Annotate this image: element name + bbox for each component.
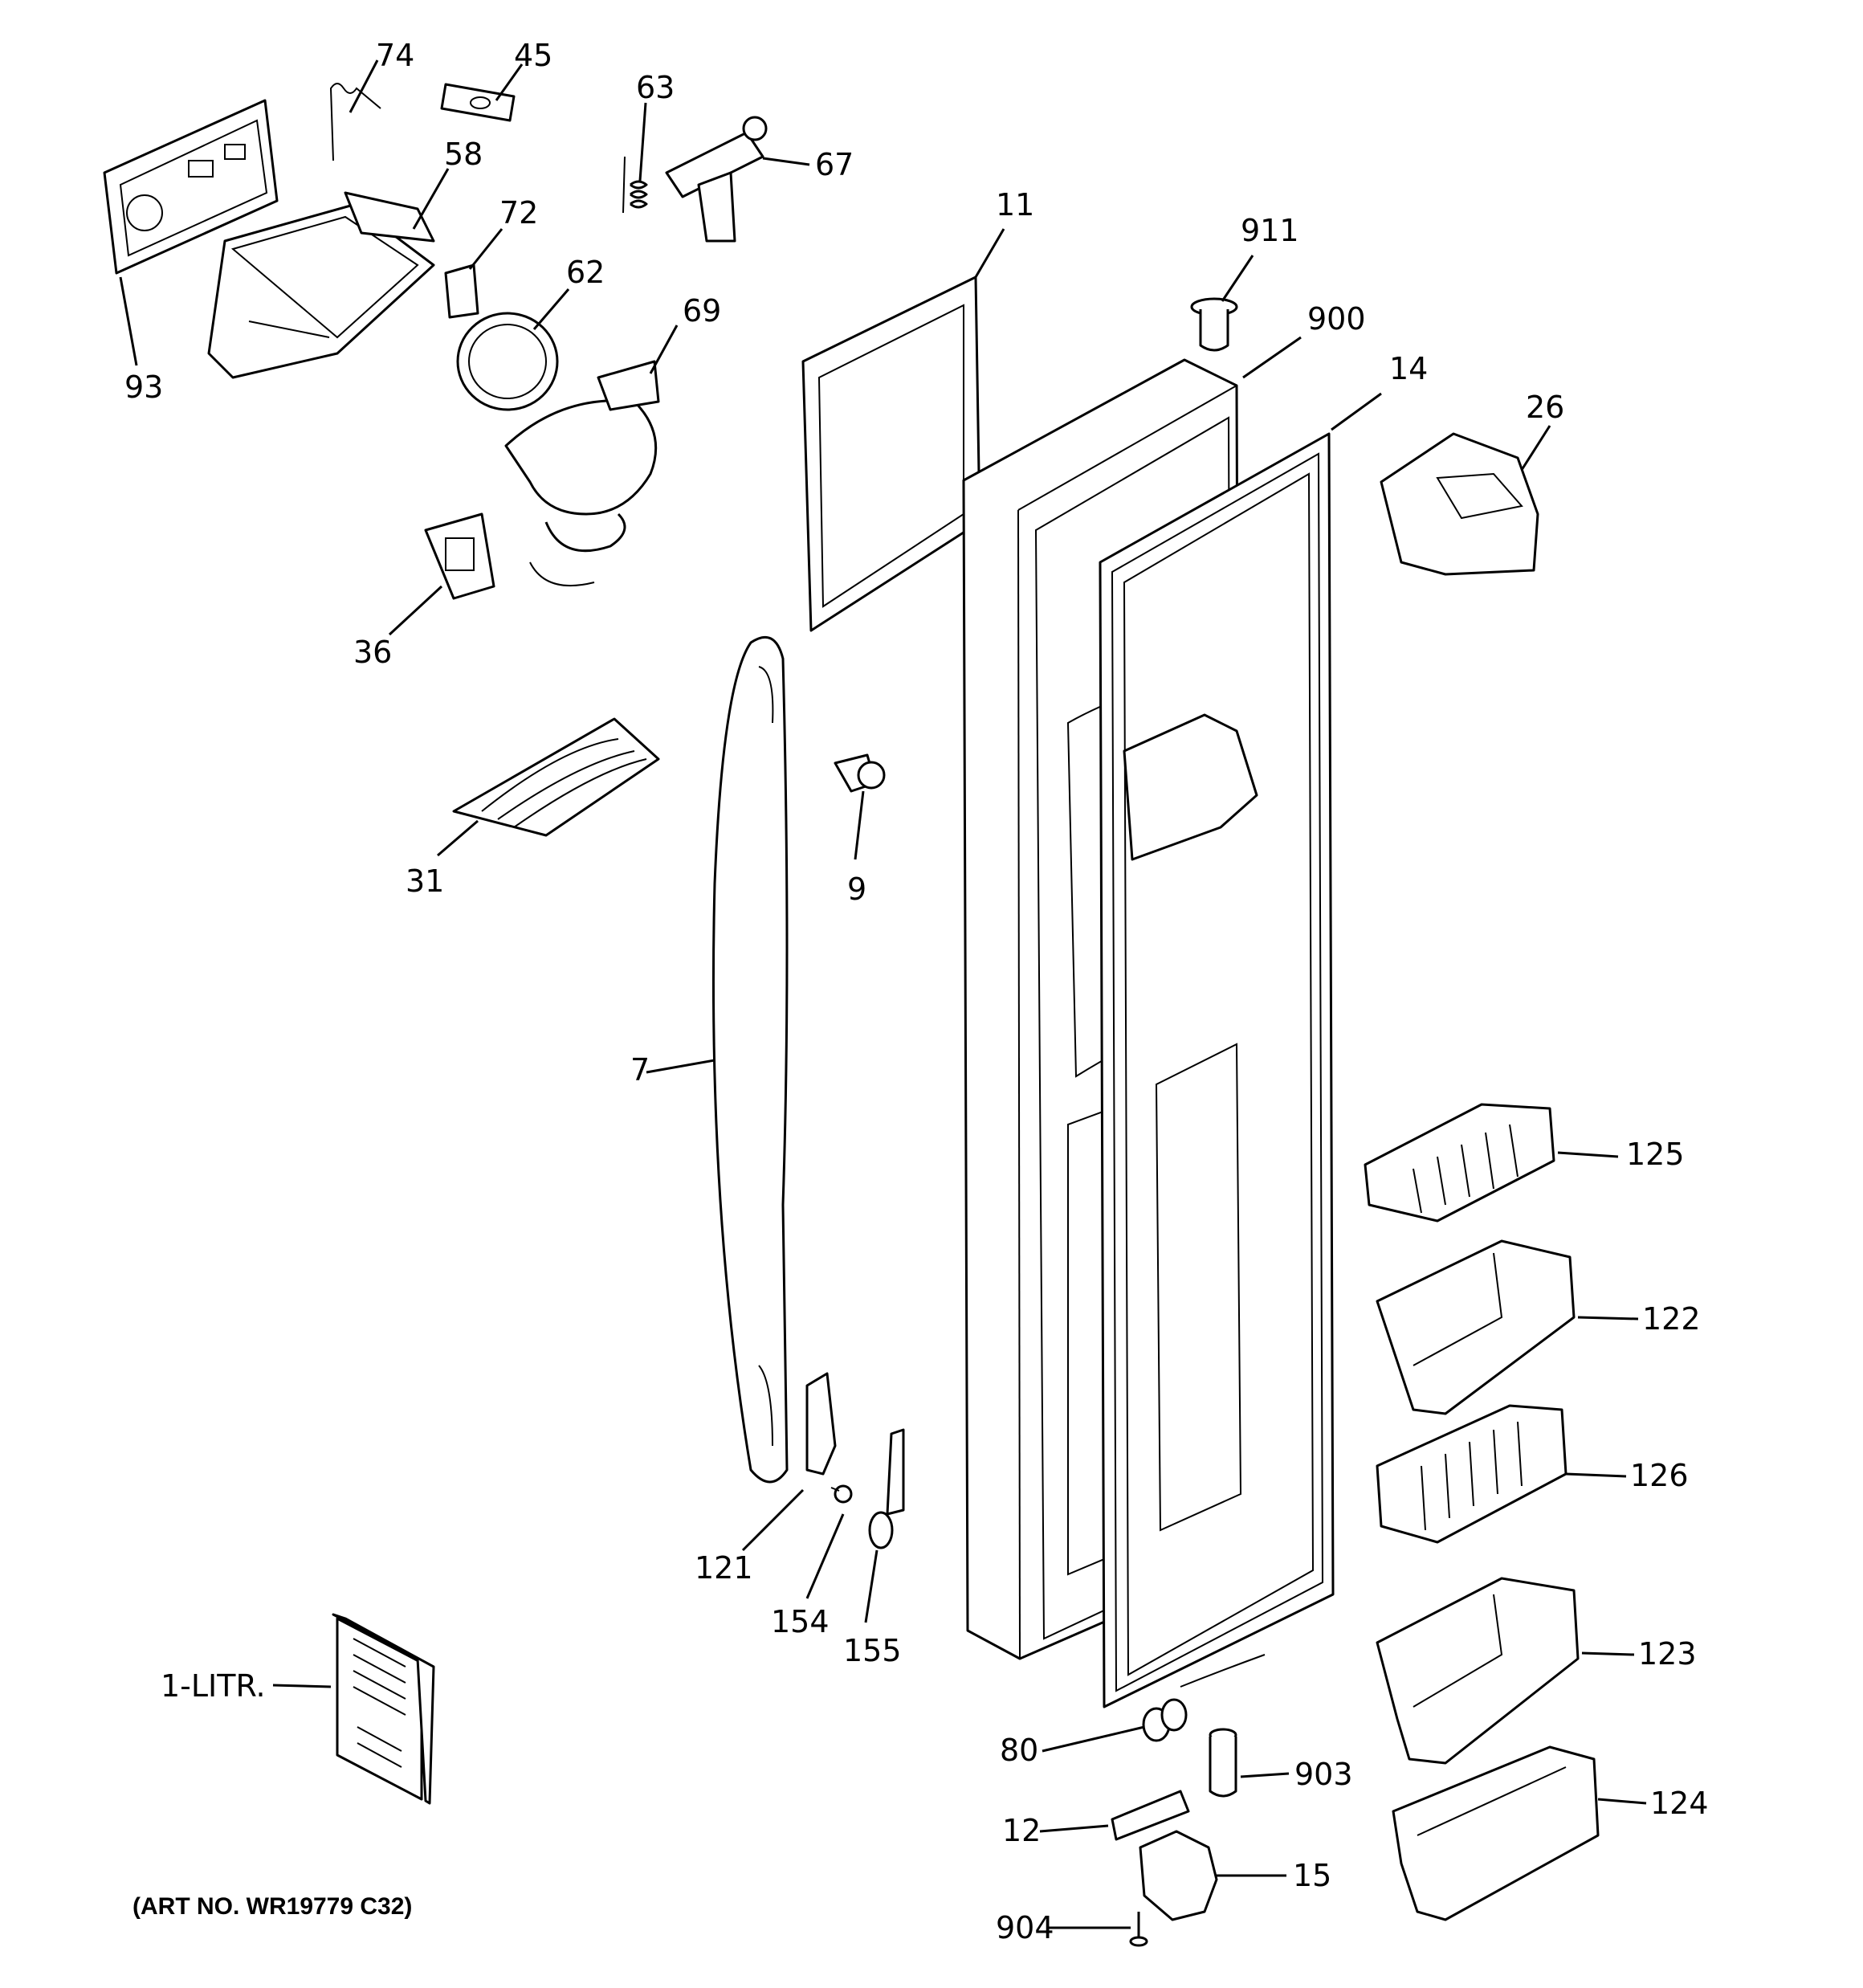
part-72-switch xyxy=(444,263,479,319)
leader-lines xyxy=(119,59,1647,1929)
part-126-wire-rack xyxy=(1376,1404,1567,1544)
label-14: 14 xyxy=(1389,351,1428,386)
label-911: 911 xyxy=(1241,213,1299,248)
part-14-gasket xyxy=(1099,432,1335,1708)
part-7-handle xyxy=(711,635,789,1484)
part-74-spring xyxy=(329,83,381,161)
part-58-dispenser-housing xyxy=(207,191,435,379)
part-26-bin xyxy=(1380,432,1539,576)
label-12: 12 xyxy=(1002,1813,1041,1848)
label-121: 121 xyxy=(695,1550,753,1586)
label-80: 80 xyxy=(1000,1733,1038,1768)
part-903-bushing xyxy=(1209,1728,1237,1798)
label-903: 903 xyxy=(1294,1757,1353,1792)
label-93: 93 xyxy=(124,369,163,405)
part-45-bracket xyxy=(440,83,516,122)
part-80-plug xyxy=(1142,1698,1188,1742)
label-900: 900 xyxy=(1307,301,1366,337)
label-122: 122 xyxy=(1642,1301,1701,1337)
label-69: 69 xyxy=(683,293,721,329)
label-26: 26 xyxy=(1526,390,1564,425)
part-155-key xyxy=(868,1428,905,1549)
part-121-hinge-bracket xyxy=(805,1372,837,1476)
part-62-ring xyxy=(456,312,559,411)
part-904-screw xyxy=(1129,1912,1148,1947)
part-154-screw xyxy=(830,1484,853,1504)
part-93-control-panel xyxy=(103,99,279,275)
label-74: 74 xyxy=(376,38,414,73)
label-63: 63 xyxy=(636,70,675,105)
part-11-frame xyxy=(801,276,981,632)
label-72: 72 xyxy=(499,195,538,231)
part-36-bracket xyxy=(424,512,495,600)
label-7: 7 xyxy=(630,1052,650,1088)
label-31: 31 xyxy=(406,863,444,899)
label-67: 67 xyxy=(815,147,854,182)
label-36: 36 xyxy=(353,635,392,670)
part-69-funnel xyxy=(504,360,660,587)
part-12-hinge-plate xyxy=(1111,1790,1190,1841)
part-124-door-bin xyxy=(1392,1745,1600,1921)
part-125-wire-rack xyxy=(1364,1103,1555,1223)
label-9: 9 xyxy=(847,872,866,907)
part-31-tray xyxy=(452,717,660,837)
label-154: 154 xyxy=(771,1604,830,1639)
part-63-spring xyxy=(622,156,648,214)
part-1-litr-literature xyxy=(332,1613,435,1805)
label-1-litr: 1-LITR. xyxy=(161,1668,266,1704)
part-15-hinge-block xyxy=(1139,1830,1218,1921)
part-67-actuator xyxy=(665,116,768,243)
label-904: 904 xyxy=(996,1910,1054,1945)
label-58: 58 xyxy=(444,137,483,172)
part-911-cap xyxy=(1190,297,1238,352)
part-9-fastener xyxy=(834,753,886,793)
label-124: 124 xyxy=(1650,1786,1709,1821)
art-number: (ART NO. WR19779 C32) xyxy=(132,1893,412,1920)
label-126: 126 xyxy=(1630,1458,1689,1493)
label-155: 155 xyxy=(843,1633,902,1668)
label-125: 125 xyxy=(1626,1137,1685,1172)
label-62: 62 xyxy=(566,255,605,290)
label-123: 123 xyxy=(1638,1636,1697,1672)
part-122-door-bin xyxy=(1376,1239,1576,1415)
part-123-door-bin xyxy=(1376,1577,1580,1765)
label-45: 45 xyxy=(514,38,552,73)
label-15: 15 xyxy=(1293,1858,1331,1893)
label-11: 11 xyxy=(996,187,1034,222)
